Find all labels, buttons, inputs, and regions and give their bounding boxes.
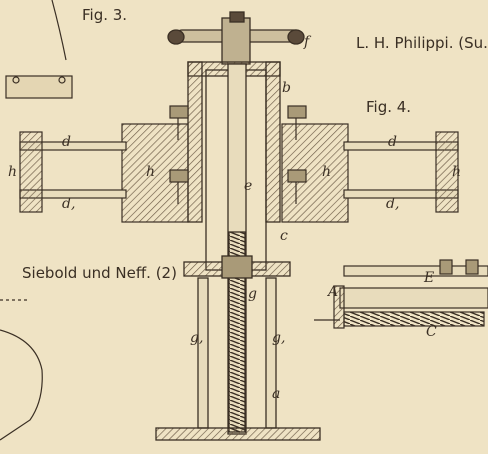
label-g1-right: g,: [272, 330, 285, 346]
label-d-right: d: [388, 134, 397, 150]
label-h-inner-right: h: [322, 164, 331, 180]
left-fragment: [0, 0, 73, 441]
author-philippi: L. H. Philippi. (Su.: [356, 34, 488, 52]
label-d-left: d: [62, 134, 71, 150]
label-g: g: [248, 286, 257, 302]
cross-arms: [19, 105, 459, 223]
label-h-far-right: h: [452, 164, 461, 180]
label-E: E: [423, 270, 434, 286]
label-b: b: [282, 80, 291, 96]
fig4-title: Fig. 4.: [366, 98, 411, 116]
handwheel-right-knob: [287, 29, 305, 45]
label-c: c: [280, 228, 288, 244]
label-d1-left: d,: [62, 196, 75, 212]
label-h-far-left: h: [8, 164, 17, 180]
author-siebold: Siebold und Neff. (2): [22, 264, 177, 282]
label-e: e: [244, 178, 252, 194]
label-A: A: [326, 284, 338, 300]
main-column: [155, 11, 321, 441]
fig3-title: Fig. 3.: [82, 6, 127, 24]
label-d1-right: d,: [386, 196, 399, 212]
base-plate: [155, 427, 321, 441]
label-a: a: [272, 386, 280, 402]
fig4-drawing: [314, 259, 488, 329]
label-f: f: [303, 34, 312, 50]
handwheel-hub: [221, 17, 251, 65]
label-h-inner-left: h: [146, 164, 155, 180]
label-g1-left: g,: [190, 330, 203, 346]
label-C: C: [426, 324, 437, 340]
handwheel-left-knob: [167, 29, 185, 45]
